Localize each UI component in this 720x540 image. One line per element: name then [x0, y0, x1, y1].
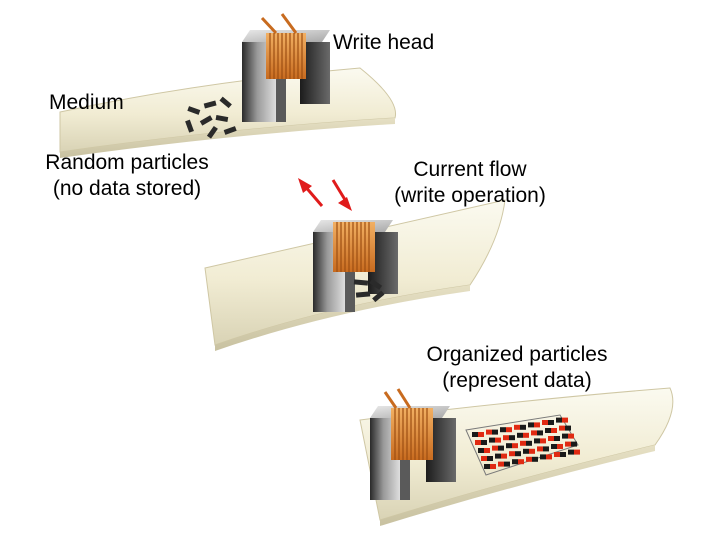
particle: [512, 459, 518, 465]
organized-particles: [472, 417, 580, 469]
particle: [475, 440, 481, 445]
particle: [565, 441, 571, 447]
core-right-face: [276, 42, 286, 122]
particle: [518, 459, 524, 465]
scene-organized-particles: [359, 387, 674, 526]
coil: [383, 388, 433, 460]
particle: [537, 446, 543, 452]
particle: [526, 440, 532, 446]
particle: [498, 461, 504, 467]
particle: [495, 453, 501, 459]
particle: [492, 445, 498, 451]
medium-label: Medium: [49, 91, 124, 114]
write-head: [370, 388, 456, 500]
particle: [484, 464, 490, 469]
particle: [534, 422, 540, 428]
medium-edge: [380, 445, 655, 526]
particle: [503, 435, 509, 441]
particle: [481, 456, 487, 461]
current-flow-label-line1: Current flow: [413, 158, 527, 181]
medium-edge: [215, 285, 470, 351]
coil: [333, 222, 375, 272]
particle: [490, 464, 496, 469]
particle: [501, 453, 507, 459]
particle: [546, 454, 552, 460]
particle: [509, 451, 515, 457]
aligning-particles: [353, 278, 385, 303]
particle: [526, 456, 532, 462]
particle: [532, 456, 538, 462]
particle: [565, 425, 571, 431]
particle: [484, 448, 490, 453]
particle: [534, 438, 540, 444]
particle: [568, 433, 574, 439]
particle: [542, 420, 548, 425]
current-arrows: [298, 178, 352, 211]
scene-random-particles: [59, 13, 397, 158]
particle: [562, 433, 568, 439]
particle: [562, 417, 568, 423]
random-particles-label: Random particles (no data stored): [22, 150, 232, 202]
particle: [571, 441, 577, 447]
current-flow-label: Current flow (write operation): [360, 157, 580, 209]
particle: [548, 436, 554, 441]
particle: [495, 437, 501, 443]
particle: [523, 432, 529, 438]
particle: [492, 429, 498, 435]
particle: [551, 428, 557, 433]
particle: [543, 446, 549, 452]
random-particles-label-line2: (no data stored): [52, 177, 202, 200]
particle: [478, 432, 484, 437]
particle: [487, 456, 493, 461]
particle: [514, 424, 520, 430]
particle: [531, 430, 537, 436]
particle: [486, 429, 492, 435]
particle: [528, 422, 534, 428]
particle: [537, 430, 543, 436]
particle: [557, 444, 563, 449]
current-flow-label-line2: (write operation): [394, 184, 546, 207]
particle: [506, 443, 512, 449]
particle: [540, 438, 546, 444]
organized-particles-label-line2: (represent data): [442, 369, 592, 392]
particle: [478, 448, 484, 453]
particle: [556, 417, 562, 423]
particle: [509, 435, 515, 441]
medium-edge: [60, 118, 395, 158]
scene-current-flow: [204, 178, 506, 351]
particle: [481, 440, 487, 445]
organized-particles-label: Organized particles (represent data): [397, 342, 637, 394]
particle: [551, 444, 557, 449]
coil: [260, 13, 306, 79]
particle: [568, 449, 574, 455]
particle: [500, 427, 506, 433]
particle: [489, 437, 495, 443]
particle: [540, 454, 546, 460]
particle: [523, 448, 529, 454]
particle: [517, 432, 523, 438]
particle: [498, 445, 504, 451]
particle: [512, 443, 518, 449]
particle: [515, 451, 521, 457]
particle: [504, 461, 510, 467]
particle: [529, 448, 535, 454]
particle: [554, 436, 560, 441]
particle: [472, 432, 478, 437]
data-track-outline: [465, 414, 579, 476]
write-head-label: Write head: [333, 31, 435, 54]
particle: [520, 440, 526, 446]
write-head: [242, 13, 330, 122]
particle: [560, 452, 566, 457]
particle: [545, 428, 551, 433]
random-particles-label-line1: Random particles: [45, 151, 209, 174]
particle: [554, 452, 560, 457]
random-particles: [185, 96, 237, 139]
organized-particles-label-line1: Organized particles: [426, 343, 608, 366]
particle: [559, 425, 565, 431]
particle: [520, 424, 526, 430]
particle: [574, 449, 580, 455]
particle: [548, 420, 554, 425]
particle: [506, 427, 512, 433]
